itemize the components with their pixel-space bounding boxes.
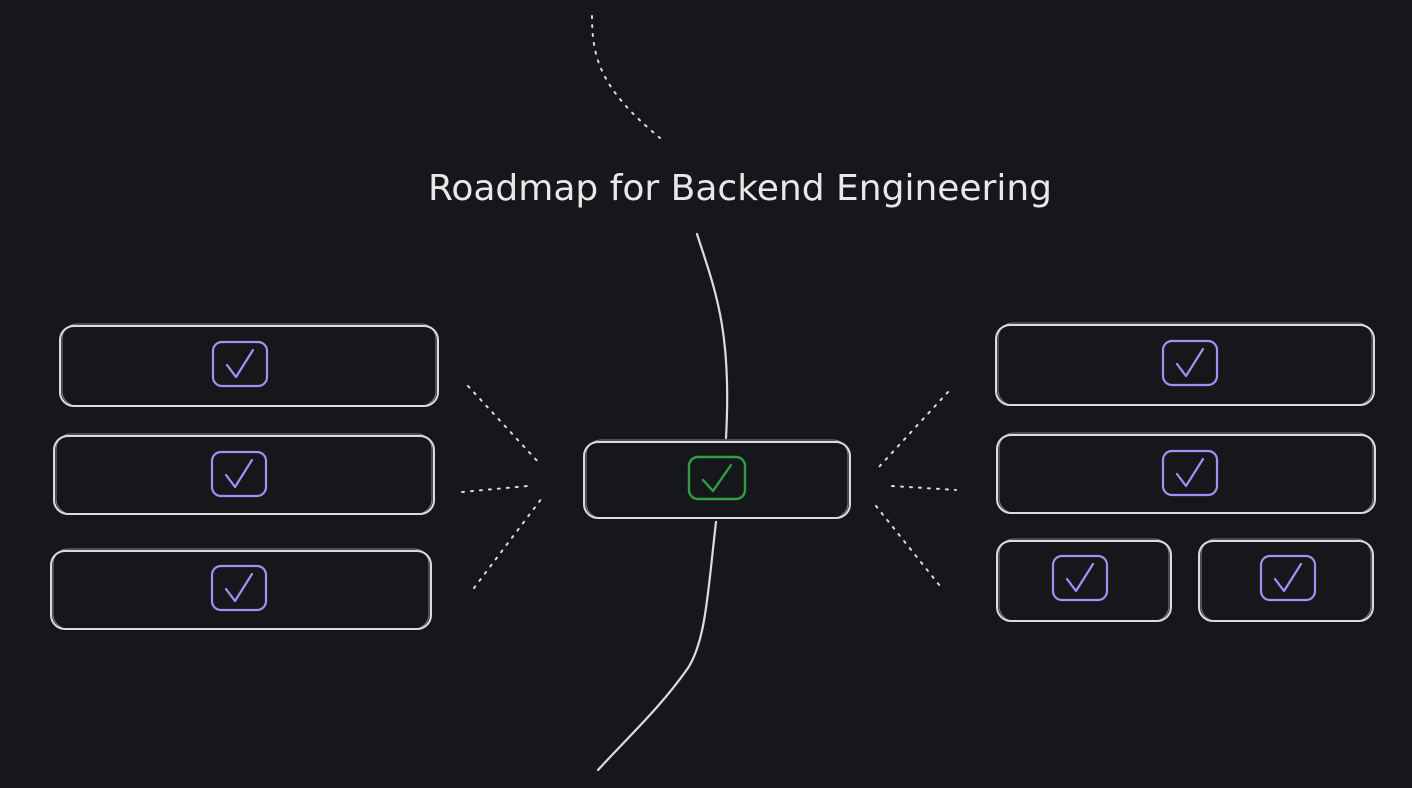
- right-connectors: [875, 391, 957, 587]
- page-title: Roadmap for Backend Engineering: [428, 168, 1052, 209]
- check-icon[interactable]: [1161, 339, 1219, 387]
- check-icon[interactable]: [210, 564, 268, 612]
- center-node[interactable]: [583, 439, 851, 519]
- check-icon[interactable]: [1161, 449, 1219, 497]
- left-node-1[interactable]: [59, 323, 439, 407]
- check-icon[interactable]: [210, 450, 268, 498]
- left-node-3[interactable]: [50, 548, 432, 630]
- right-connector-1: [877, 391, 949, 469]
- check-icon[interactable]: [1051, 554, 1109, 602]
- right-node-3b[interactable]: [1198, 538, 1374, 622]
- right-connector-2: [891, 485, 957, 491]
- spine-top: [695, 232, 729, 440]
- top-dotted-connector: [591, 15, 661, 139]
- left-connectors: [461, 385, 543, 589]
- check-icon[interactable]: [211, 340, 269, 388]
- left-connector-2: [461, 485, 529, 493]
- left-connector-3: [473, 497, 543, 589]
- right-node-2[interactable]: [996, 432, 1376, 514]
- right-node-1[interactable]: [995, 322, 1375, 406]
- check-icon-done[interactable]: [687, 455, 747, 501]
- check-icon[interactable]: [1259, 554, 1317, 602]
- right-node-3a[interactable]: [996, 538, 1172, 622]
- right-connector-3: [875, 505, 941, 587]
- left-node-2[interactable]: [53, 433, 435, 515]
- left-connector-1: [467, 385, 541, 465]
- spine-bottom: [596, 520, 718, 772]
